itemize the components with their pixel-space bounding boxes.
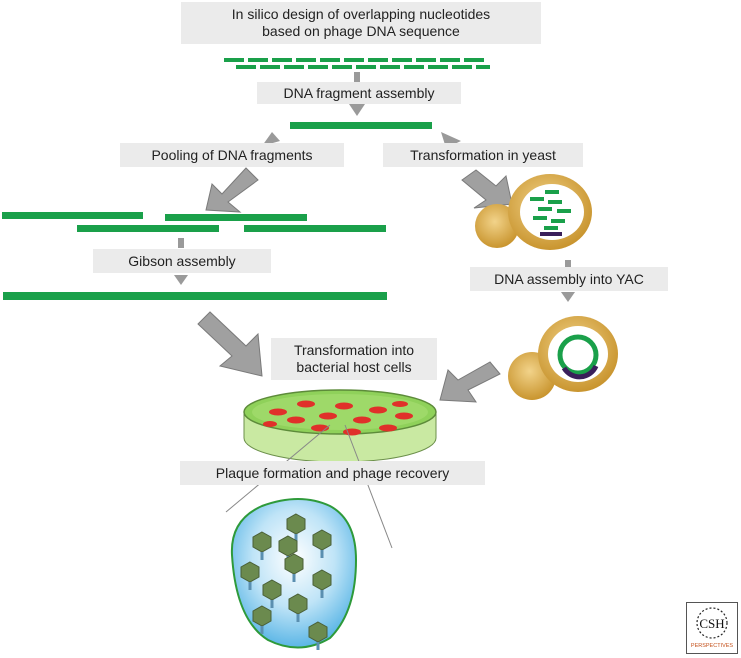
label-yac: DNA assembly into YAC [470,267,668,291]
small-arrow-gibson [174,238,188,285]
big-arrow-pooling [205,167,259,213]
logo-emblem: CSH PERSPECTIVES [691,607,734,649]
svg-text:PERSPECTIVES: PERSPECTIVES [691,643,734,649]
label-transformation-yeast: Transformation in yeast [383,143,583,167]
pooled-fragments [2,212,386,232]
yeast-cell-fragments [475,174,592,250]
gibson-product [3,292,387,300]
petri-dish [243,389,437,463]
label-pooling: Pooling of DNA fragments [120,143,344,167]
label-gibson: Gibson assembly [93,249,271,273]
phage-particles [240,513,332,650]
yeast-cell-yac [508,316,618,400]
assembled-fragment [290,122,432,129]
big-arrow-to-plate [197,311,263,377]
csh-perspectives-logo: CSH PERSPECTIVES [686,602,738,654]
small-arrow-yac [561,260,575,302]
label-design: In silico design of overlapping nucleoti… [181,2,541,44]
svg-text:CSH: CSH [699,616,724,631]
label-plaque: Plaque formation and phage recovery [180,461,485,485]
oligo-fragments [224,58,490,69]
big-arrow-yeast [461,169,513,209]
label-bacterial: Transformation into bacterial host cells [271,338,437,380]
split-arrow-left [262,132,280,146]
phage-plaque [230,498,358,650]
label-fragment-assembly: DNA fragment assembly [257,82,461,104]
big-arrow-from-yac [439,361,501,403]
small-arrow-1 [349,72,365,116]
